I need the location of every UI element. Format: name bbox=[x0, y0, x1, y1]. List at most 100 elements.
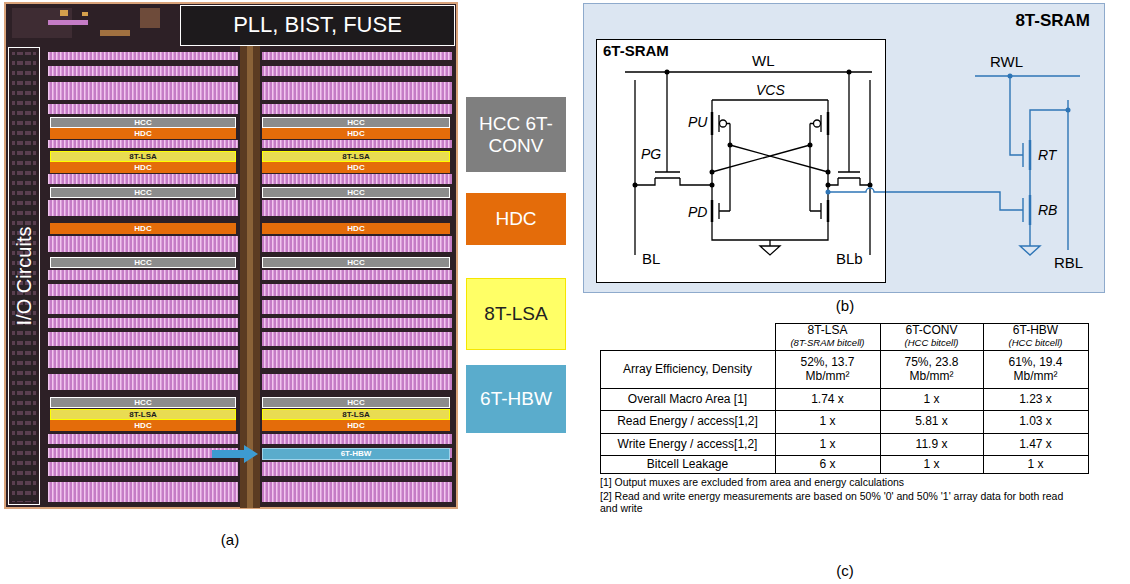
band-label: 8T-LSA bbox=[129, 153, 157, 161]
table-cell: 6 x bbox=[778, 456, 877, 473]
hdc-array-band: HDC bbox=[50, 128, 236, 139]
legend-text: 6T-HBW bbox=[480, 388, 552, 410]
panel-fill bbox=[583, 3, 1105, 293]
junction bbox=[710, 183, 715, 188]
table-cell: 1.03 x bbox=[986, 411, 1085, 433]
hdc-array-band: HDC bbox=[50, 223, 236, 234]
array-stripe bbox=[262, 52, 452, 60]
array-stripe bbox=[48, 332, 238, 346]
band-label: HDC bbox=[347, 164, 364, 172]
array-stripe bbox=[262, 350, 452, 368]
array-stripe bbox=[262, 462, 452, 476]
table-cell: Array Efficiency, Density bbox=[603, 351, 772, 388]
signal-name: BL bbox=[642, 250, 660, 267]
signal-name: PU bbox=[688, 114, 707, 130]
die-outline bbox=[5, 3, 457, 508]
legend-swatch: HDC bbox=[466, 193, 566, 245]
array-stripe bbox=[48, 66, 238, 76]
table-header: (HCC bitcell) bbox=[983, 338, 1088, 349]
signal-name: PG bbox=[641, 146, 661, 162]
lsa-array-band: 8T-LSA bbox=[50, 409, 236, 420]
array-stripe bbox=[262, 374, 452, 390]
hcc-array-band: HCC bbox=[50, 257, 236, 268]
table-cell: Overall Macro Area [1] bbox=[603, 389, 772, 410]
table-cell: 1 x bbox=[778, 411, 877, 433]
wire bbox=[712, 100, 828, 240]
junction-dots bbox=[826, 74, 1071, 195]
hcc-array-band: HCC bbox=[50, 187, 236, 198]
read-gate bbox=[975, 76, 1080, 222]
signal-name: WL bbox=[752, 52, 775, 69]
table-cell: 1.47 x bbox=[986, 434, 1085, 455]
table-cell: 75%, 23.8 Mb/mm² bbox=[883, 351, 980, 388]
band-label: HCC bbox=[347, 119, 364, 127]
band-label: HDC bbox=[134, 130, 151, 138]
legend-swatch: 6T-HBW bbox=[466, 365, 566, 433]
signal-name: BLb bbox=[836, 250, 863, 267]
cell-box: 6T-SRAM bbox=[596, 39, 886, 283]
junction bbox=[826, 190, 831, 195]
table-grid bbox=[600, 323, 1089, 474]
signal-name: RT bbox=[1038, 147, 1056, 163]
panel-caption: (c) bbox=[815, 561, 875, 581]
hcc-array-band: HCC bbox=[262, 187, 450, 198]
array-stripe bbox=[262, 174, 452, 184]
pointer-arrow bbox=[212, 445, 258, 463]
legend-swatch: 8T-LSA bbox=[466, 278, 566, 350]
band-label: HDC bbox=[347, 130, 364, 138]
table-header: (HCC bitcell) bbox=[880, 338, 983, 349]
ground-symbol bbox=[760, 240, 780, 255]
wire bbox=[1030, 100, 1068, 250]
band-label: 8T-LSA bbox=[342, 153, 370, 161]
io-region: I/O Circuits bbox=[8, 47, 40, 505]
hdc-array-band: HDC bbox=[262, 128, 450, 139]
lsa-array-band: 8T-LSA bbox=[50, 151, 236, 162]
array-stripe bbox=[48, 140, 238, 148]
band-label: HCC bbox=[347, 189, 364, 197]
signal-name: RWL bbox=[990, 53, 1023, 70]
die-photo bbox=[5, 3, 457, 508]
band-label: HCC bbox=[134, 189, 151, 197]
cell-panel: 8T-SRAM6T-SRAM bbox=[583, 3, 1105, 293]
die-feature bbox=[82, 12, 88, 16]
array-stripe bbox=[48, 318, 238, 328]
junction bbox=[808, 143, 813, 148]
table-rule bbox=[601, 323, 1089, 474]
array-stripe bbox=[48, 300, 238, 314]
table-rule bbox=[600, 324, 1088, 474]
table-cell: Bitcell Leakage bbox=[603, 456, 772, 473]
signal-name: RB bbox=[1038, 202, 1057, 218]
array-stripe bbox=[262, 200, 452, 216]
legend-swatch: HCC 6T-CONV bbox=[466, 97, 566, 172]
hdc-array-band: HDC bbox=[262, 420, 450, 431]
signal-name: PD bbox=[688, 204, 707, 220]
table-cell: 1 x bbox=[778, 434, 877, 455]
cross-couple bbox=[712, 145, 828, 172]
table-header: (8T-SRAM bitcell) bbox=[775, 338, 880, 349]
array-stripe bbox=[48, 434, 238, 444]
table-cell: 1 x bbox=[883, 389, 980, 410]
array-stripe bbox=[48, 448, 238, 458]
table-cell: 1.23 x bbox=[986, 389, 1085, 410]
six-t-wires bbox=[625, 72, 872, 255]
hbw-array-band: 6T-HBW bbox=[262, 448, 450, 460]
block-label-box: PLL, BIST, FUSE bbox=[180, 5, 455, 46]
panel-fill bbox=[596, 39, 886, 283]
lsa-array-band: 8T-LSA bbox=[262, 409, 450, 420]
band-label: HCC bbox=[134, 399, 151, 407]
legend-text: HCC 6T-CONV bbox=[470, 113, 562, 157]
array-stripe bbox=[48, 236, 238, 252]
die-feature bbox=[100, 30, 130, 36]
pass-gate bbox=[828, 72, 870, 185]
hcc-array-band: HCC bbox=[262, 257, 450, 268]
pmos-bubble bbox=[814, 120, 821, 127]
array-stripe bbox=[48, 104, 238, 114]
array-stripe bbox=[48, 200, 238, 216]
band-label: HDC bbox=[347, 225, 364, 233]
hdc-array-band: HDC bbox=[50, 420, 236, 431]
junction bbox=[1008, 74, 1013, 79]
block-label: PLL, BIST, FUSE bbox=[233, 13, 402, 37]
array-stripe bbox=[262, 300, 452, 314]
table-header: 8T-LSA bbox=[775, 324, 880, 338]
hcc-array-band: HCC bbox=[50, 397, 236, 408]
